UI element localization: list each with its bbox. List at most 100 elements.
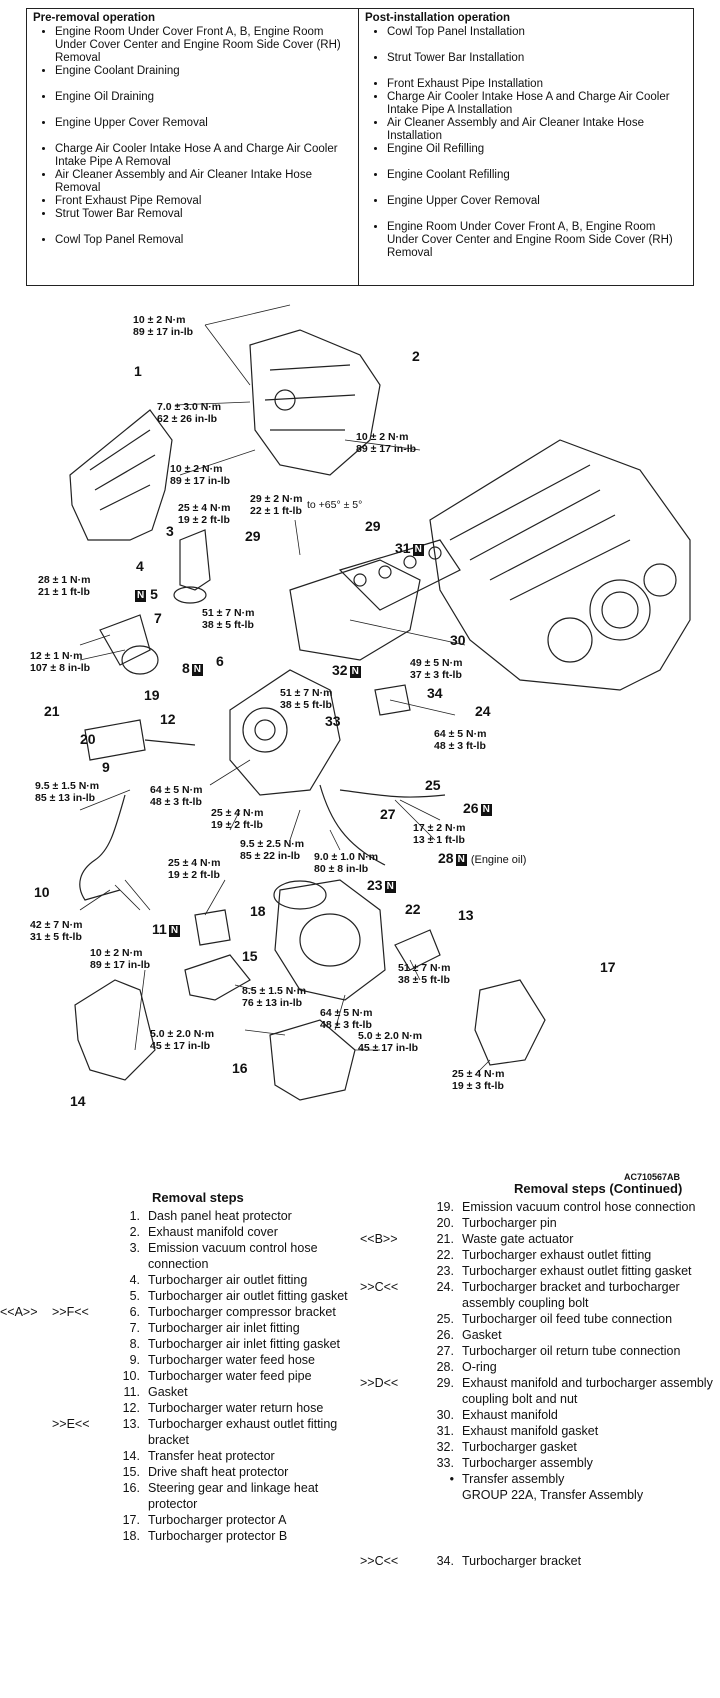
post-installation-column: Post-installation operation Cowl Top Pan…: [359, 9, 693, 285]
torque-label: 10 ± 2 N·m 89 ± 17 in-lb: [90, 947, 151, 971]
step-number: 29.: [436, 1376, 454, 1390]
step-mark: [52, 1464, 112, 1480]
figure-id: AC710567AB: [623, 1172, 680, 1182]
step-mark: [0, 1512, 52, 1528]
n-mark: N: [384, 881, 396, 893]
removal-step: 26.Gasket: [360, 1327, 720, 1343]
step-number: 12.: [122, 1401, 140, 1415]
removal-step: 20.Turbocharger pin: [360, 1215, 720, 1231]
step-text: Turbocharger gasket: [462, 1440, 577, 1454]
callout-33: 33: [325, 713, 341, 729]
n-mark: N: [480, 804, 492, 816]
step-mark: [52, 1320, 112, 1336]
callout-25: 25: [425, 777, 441, 793]
torque-label: 29 ± 2 N·m 22 ± 1 ft-lb: [250, 493, 303, 517]
torque-label: 17 ± 2 N·m 13 ± 1 ft-lb: [413, 822, 466, 846]
step-number: 10.: [122, 1369, 140, 1383]
callout-9: 9: [102, 759, 110, 775]
step-text: Turbocharger exhaust outlet fitting: [462, 1248, 652, 1262]
list-item: Front Exhaust Pipe Installation: [387, 78, 687, 91]
step-number: •: [449, 1472, 454, 1486]
torque-label: 9.5 ± 2.5 N·m 85 ± 22 in-lb: [240, 838, 305, 862]
step-mark: [0, 1224, 52, 1240]
callout-19: 19: [144, 687, 160, 703]
callout-34: 34: [427, 685, 443, 701]
step-mark: [0, 1240, 52, 1272]
pre-removal-column: Pre-removal operation Engine Room Under …: [27, 9, 359, 285]
step-number: 3.: [129, 1241, 140, 1255]
removal-steps-left: Removal steps 1.Dash panel heat protecto…: [0, 1190, 360, 1544]
step-mark: [52, 1352, 112, 1368]
callout-5: N 5: [135, 586, 158, 602]
removal-step: >>C<<24.Turbocharger bracket and turboch…: [360, 1279, 720, 1311]
part-turbocharger: [229, 669, 341, 796]
removal-step: <<B>>21.Waste gate actuator: [360, 1231, 720, 1247]
callout-4: 4: [136, 558, 144, 574]
list-item: Cowl Top Panel Removal: [55, 234, 352, 247]
torque-label: 7.0 ± 3.0 N·m 62 ± 26 in-lb: [157, 401, 222, 425]
removal-step: 2.Exhaust manifold cover: [0, 1224, 360, 1240]
part-exhaust-outlet-fitting: [274, 879, 386, 1001]
step-mark: [360, 1359, 424, 1375]
removal-step: 11.Gasket: [0, 1384, 360, 1400]
part-turbo-protector-a: [474, 979, 546, 1066]
step-mark: >>C<<: [360, 1554, 399, 1568]
removal-step: 9.Turbocharger water feed hose: [0, 1352, 360, 1368]
n-mark: N: [135, 590, 147, 602]
callout-21: 21: [44, 703, 60, 719]
step-number: 16.: [122, 1481, 140, 1495]
removal-step: 14.Transfer heat protector: [0, 1448, 360, 1464]
step-number: 17.: [122, 1513, 140, 1527]
step-text: Turbocharger assembly: [462, 1456, 593, 1470]
torque-label: 10 ± 2 N·m 89 ± 17 in-lb: [170, 463, 231, 487]
step-mark: [52, 1288, 112, 1304]
step-text: Turbocharger exhaust outlet fitting gask…: [462, 1264, 692, 1278]
step-text: Emission vacuum control hose connection: [462, 1200, 696, 1214]
torque-label: 64 ± 5 N·m 48 ± 3 ft-lb: [320, 1007, 373, 1031]
part-transfer-heat-protector: [74, 979, 156, 1081]
step-mark: [52, 1400, 112, 1416]
step-text: Turbocharger water feed hose: [148, 1353, 315, 1367]
step-mark: [0, 1352, 52, 1368]
removal-step: 23.Turbocharger exhaust outlet fitting g…: [360, 1263, 720, 1279]
step-mark: [52, 1208, 112, 1224]
removal-step: 31.Exhaust manifold gasket: [360, 1423, 720, 1439]
torque-label: 9.0 ± 1.0 N·m 80 ± 8 in-lb: [314, 851, 379, 875]
step-mark: [360, 1423, 424, 1439]
callout-2: 2: [412, 348, 420, 364]
step-text: Emission vacuum control hose connection: [148, 1241, 318, 1271]
step-number: 34.: [436, 1554, 454, 1568]
removal-step: 32.Turbocharger gasket: [360, 1439, 720, 1455]
step-number: 24.: [436, 1280, 454, 1294]
step-number: 15.: [122, 1465, 140, 1479]
step-text: Turbocharger protector A: [148, 1513, 287, 1527]
callout-18: 18: [250, 903, 266, 919]
removal-step: <<A>>>>F<<6.Turbocharger compressor brac…: [0, 1304, 360, 1320]
exploded-diagram: 10 ± 2 N·m 89 ± 17 in-lb 7.0 ± 3.0 N·m 6…: [0, 290, 720, 1182]
removal-step: 19.Emission vacuum control hose connecti…: [360, 1199, 720, 1215]
part-drive-shaft-heat-protector: [184, 954, 251, 1001]
removal-step: >>D<<29.Exhaust manifold and turbocharge…: [360, 1375, 720, 1407]
torque-label: 49 ± 5 N·m 37 ± 3 ft-lb: [410, 657, 463, 681]
part-engine-block: [429, 439, 691, 691]
callout-29: 29: [245, 528, 261, 544]
torque-label: 25 ± 4 N·m 19 ± 2 ft-lb: [168, 857, 221, 881]
part-exhaust-manifold: [289, 559, 421, 661]
list-item: Strut Tower Bar Removal: [55, 208, 352, 221]
step-mark: [52, 1528, 112, 1544]
callout-13: 13: [458, 907, 474, 923]
removal-step: 1.Dash panel heat protector: [0, 1208, 360, 1224]
step-mark: [0, 1464, 52, 1480]
part-exhaust-manifold-cover: [249, 329, 381, 476]
step-mark: [0, 1480, 52, 1512]
n-mark: N: [191, 664, 204, 676]
callout-12: 12: [160, 711, 176, 727]
angle-label: to +65° ± 5°: [307, 499, 363, 511]
list-item: Front Exhaust Pipe Removal: [55, 195, 352, 208]
list-item: Air Cleaner Assembly and Air Cleaner Int…: [55, 169, 352, 195]
removal-step: •Transfer assembly GROUP 22A, Transfer A…: [360, 1471, 720, 1503]
removal-step: 17. Turbocharger protector A: [0, 1512, 360, 1528]
diagram-drawing: [69, 304, 691, 1101]
step-text: Transfer heat protector: [148, 1449, 275, 1463]
